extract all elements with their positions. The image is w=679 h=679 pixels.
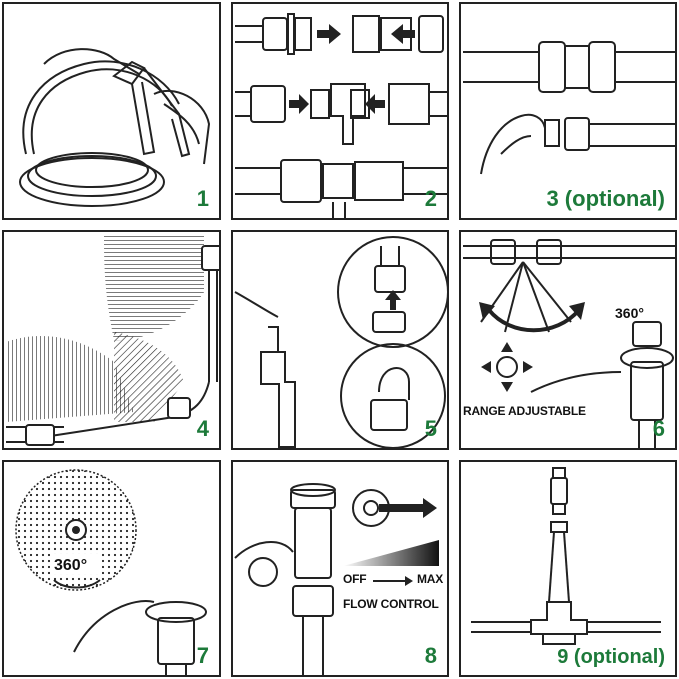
step-5-number: 5 (424, 416, 437, 441)
faucet-connection-illustration (234, 236, 447, 448)
sprinkler-layout-illustration (6, 234, 219, 446)
step-5-panel: 5 (231, 230, 449, 450)
step-4-number: 4 (196, 416, 209, 441)
connector-tighten-illustration (463, 41, 675, 175)
step-2-number: 2 (424, 186, 437, 211)
spray-pattern-illustration: 360° (15, 469, 207, 675)
step-6-panel: 360° RANGE ADJUSTABLE 6 (459, 230, 677, 450)
step-1-panel: 1 (2, 2, 221, 220)
step-9-panel: 9 (optional) (459, 460, 677, 677)
range-adjust-illustration: 360° (463, 239, 675, 448)
range-adjustable-caption: RANGE ADJUSTABLE (463, 404, 586, 418)
step-7-number: 7 (196, 643, 209, 668)
flow-control-illustration (234, 483, 439, 675)
step-8-number: 8 (424, 643, 437, 668)
step-3-number: 3 (optional) (546, 186, 665, 211)
step-4-panel: 4 (2, 230, 221, 450)
rotation-degree-label: 360° (615, 305, 644, 321)
connector-assembly-illustration (235, 13, 447, 218)
step-1-number: 1 (196, 186, 209, 211)
spray-degree-label: 360° (54, 557, 87, 574)
step-3-panel: 3 (optional) (459, 2, 677, 220)
riser-extension-illustration (471, 467, 661, 645)
flow-off-label: OFF (343, 572, 367, 586)
step-9-number: 9 (optional) (557, 646, 665, 668)
step-7-panel: 360° 7 (2, 460, 221, 677)
hose-cut-illustration (19, 48, 211, 207)
flow-max-label: MAX (417, 572, 444, 586)
step-6-number: 6 (652, 416, 665, 441)
flow-control-caption: FLOW CONTROL (343, 597, 439, 611)
step-8-panel: OFF MAX FLOW CONTROL 8 (231, 460, 449, 677)
step-2-panel: 2 (231, 2, 449, 220)
